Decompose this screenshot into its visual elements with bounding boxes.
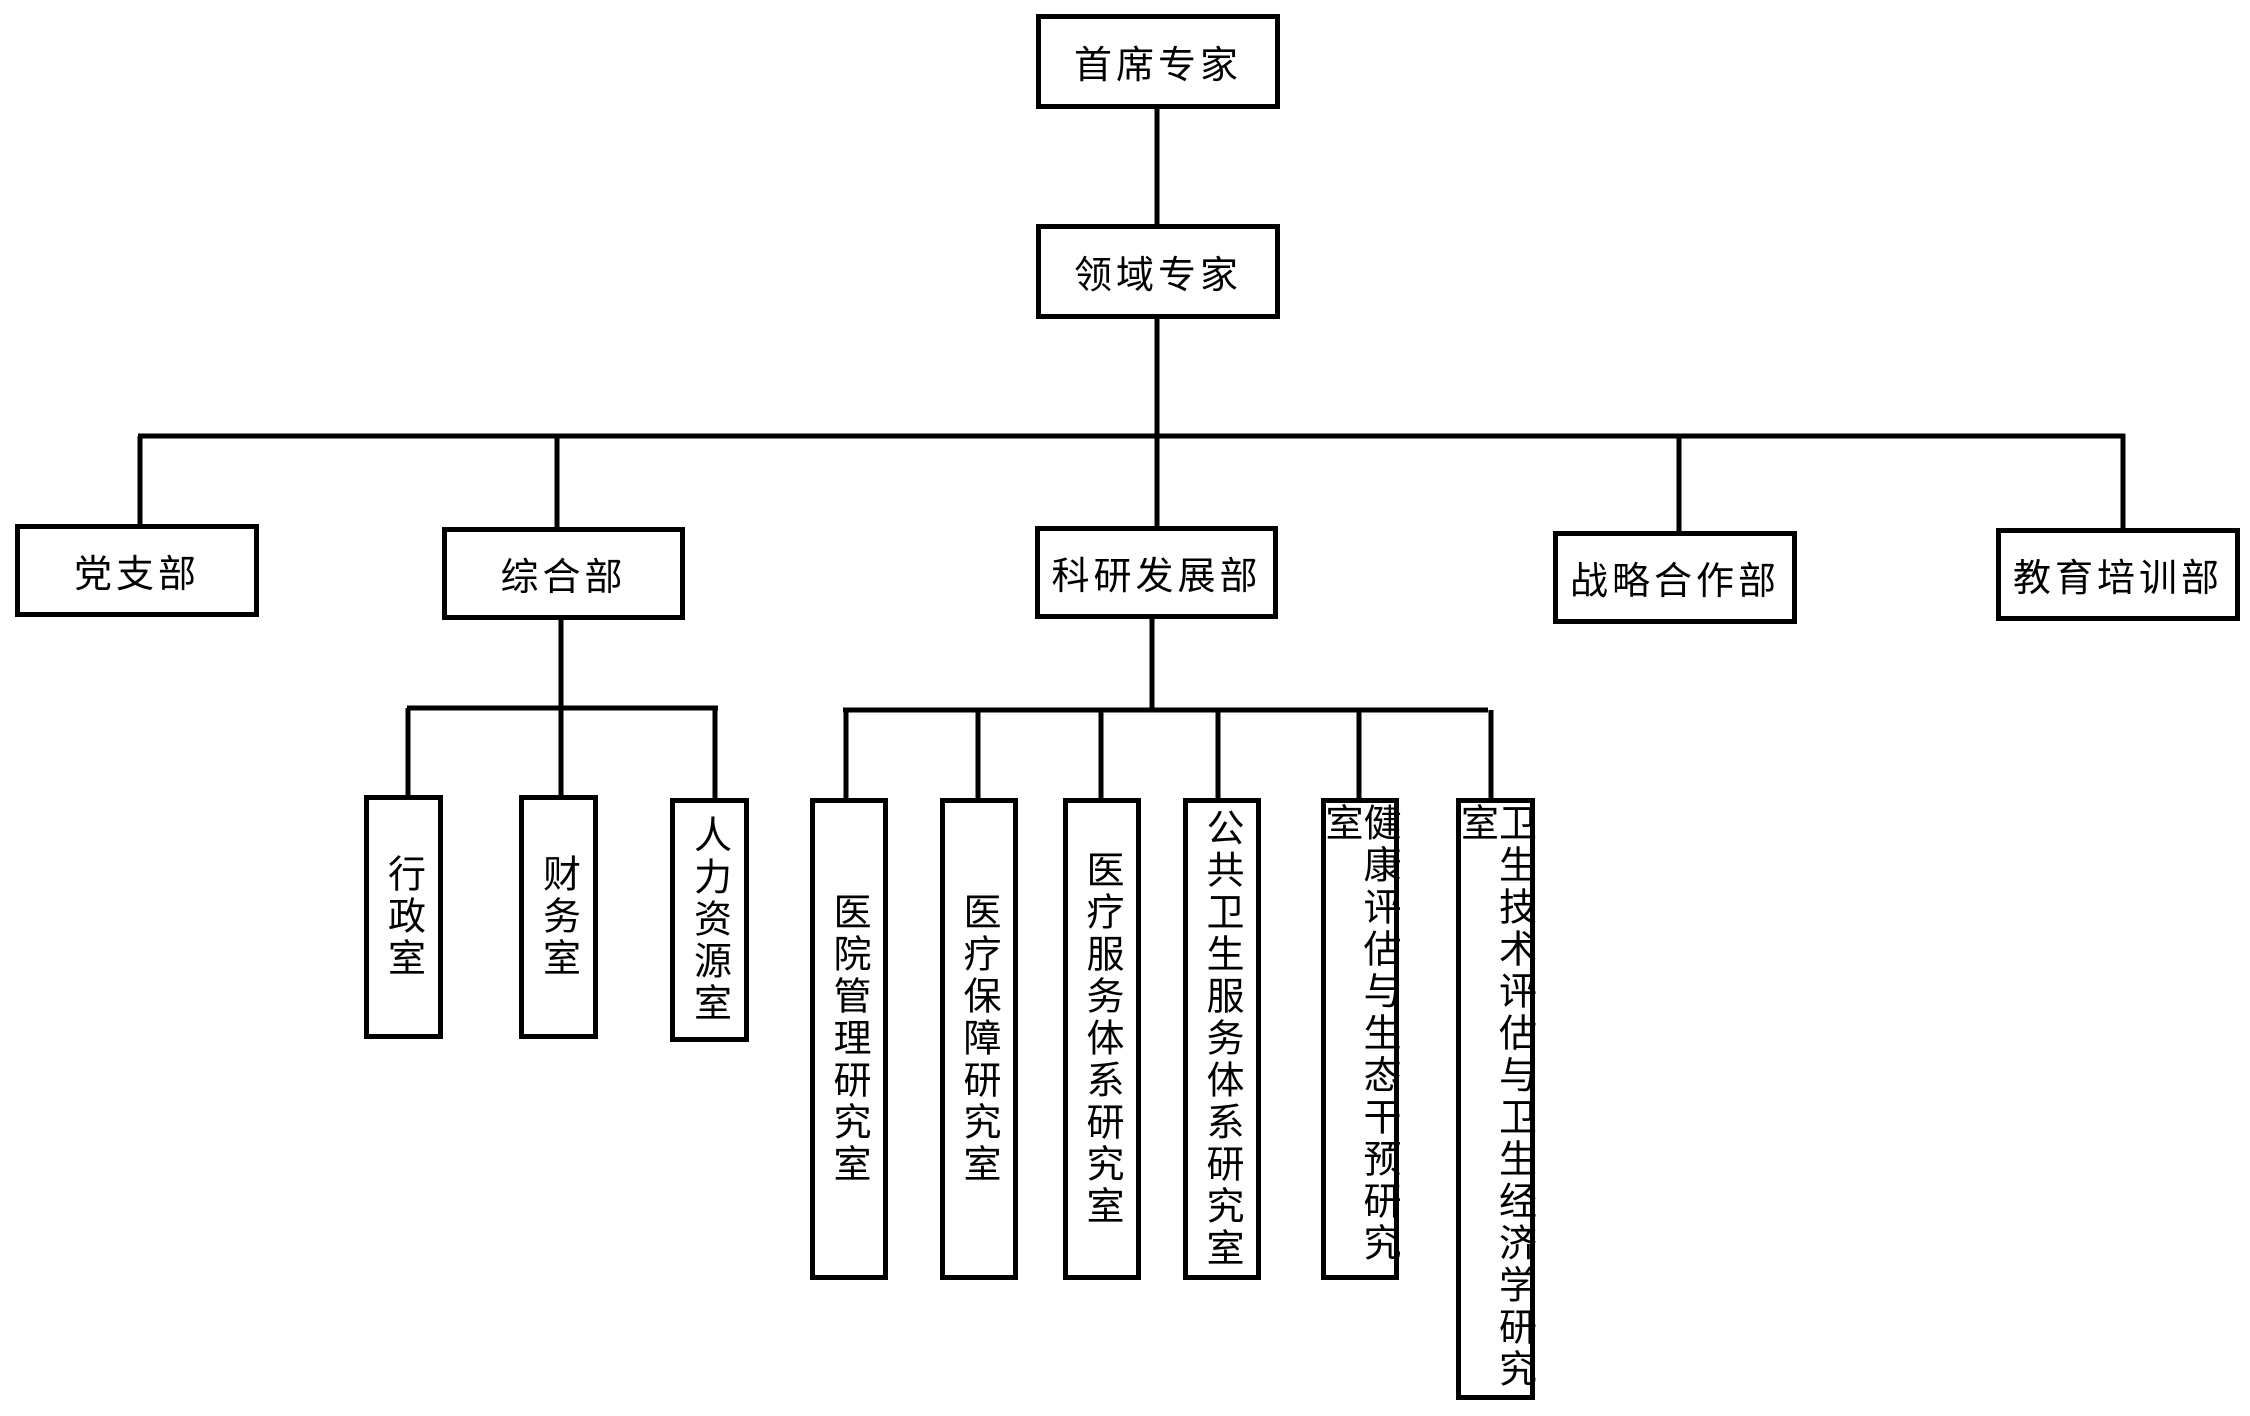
node-general-dept: 综合部 (442, 527, 685, 620)
node-label: 医疗服务体系研究室 (1080, 850, 1124, 1228)
node-label: 卫生技术评估与卫生经济学研究室 (1454, 803, 1537, 1391)
node-finance-office: 财务室 (519, 795, 598, 1039)
node-label: 综合部 (500, 555, 627, 599)
node-label: 健康评估与生态干预研究室 (1319, 803, 1401, 1265)
node-label: 教育培训部 (2012, 556, 2223, 600)
node-label: 领域专家 (1073, 253, 1242, 297)
node-admin-office: 行政室 (364, 795, 443, 1039)
node-label: 党支部 (73, 552, 200, 596)
node-hr-office: 人力资源室 (670, 798, 749, 1042)
node-medical-insurance-lab: 医疗保障研究室 (940, 798, 1018, 1280)
node-label: 首席专家 (1073, 43, 1242, 87)
node-medical-service-lab: 医疗服务体系研究室 (1063, 798, 1141, 1280)
node-strategy-dept: 战略合作部 (1553, 531, 1797, 624)
node-label: 公共卫生服务体系研究室 (1200, 808, 1244, 1270)
node-hta-economics-lab: 卫生技术评估与卫生经济学研究室 (1454, 798, 1537, 1400)
node-public-health-lab: 公共卫生服务体系研究室 (1183, 798, 1261, 1280)
node-label: 人力资源室 (687, 815, 732, 1025)
node-label: 医疗保障研究室 (957, 892, 1001, 1186)
node-chief-expert: 首席专家 (1036, 14, 1280, 109)
node-research-dept: 科研发展部 (1035, 526, 1278, 619)
node-party-branch: 党支部 (15, 524, 259, 617)
node-label: 战略合作部 (1569, 559, 1780, 603)
node-hospital-mgmt-lab: 医院管理研究室 (810, 798, 888, 1280)
node-health-assessment-lab: 健康评估与生态干预研究室 (1319, 798, 1401, 1280)
node-label: 医院管理研究室 (827, 892, 871, 1186)
node-domain-expert: 领域专家 (1036, 224, 1280, 319)
node-education-dept: 教育培训部 (1996, 528, 2240, 621)
node-label: 科研发展部 (1051, 554, 1262, 598)
node-label: 行政室 (381, 854, 426, 980)
node-label: 财务室 (536, 854, 581, 980)
